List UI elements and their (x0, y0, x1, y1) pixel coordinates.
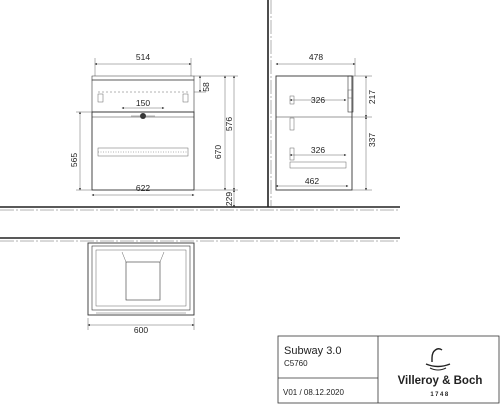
plan-outline (87, 242, 195, 316)
brand-name: Villeroy & Boch (398, 375, 483, 387)
product-code: C5760 (284, 359, 308, 368)
dim-side-inner-top: 326 (311, 95, 325, 105)
side-basin-detail (347, 89, 353, 99)
wall-lines (0, 0, 400, 242)
dim-front-top-width: 514 (136, 52, 150, 62)
dim-side-depth-bottom: 462 (305, 176, 319, 186)
plan-inner (91, 245, 191, 311)
dim-side-height-bottom: 337 (367, 133, 377, 147)
dim-wall-to-floor: 229 (224, 192, 234, 206)
title-block: Subway 3.0 C5760 V01 / 08.12.2020 Viller… (277, 335, 500, 404)
side-drawer-runner (289, 95, 295, 105)
brand-logo-icon (425, 348, 451, 371)
side-drawer-runner (289, 117, 295, 131)
basin-detail-right (182, 93, 189, 103)
cabinet-body (91, 111, 195, 191)
side-view: 478 326 326 217 337 462 (275, 52, 377, 191)
side-cabinet-body (275, 75, 353, 191)
dim-side-inner-bottom: 326 (311, 145, 325, 155)
front-view: 514 150 565 622 58 670 576 (69, 52, 238, 208)
brand-year: 1748 (430, 392, 449, 398)
dim-front-inner-width: 150 (136, 98, 150, 108)
dim-front-height-total: 670 (213, 145, 223, 159)
plan-basin-bowl (125, 261, 161, 301)
basin-rim (91, 75, 195, 81)
title-block-frame (277, 335, 500, 404)
dim-front-drawer-height: 58 (201, 82, 211, 92)
dim-front-width-bottom: 622 (136, 183, 150, 193)
plan-basin-edges (121, 251, 165, 263)
product-name: Subway 3.0 (284, 345, 341, 357)
side-drawer-hatch (289, 161, 347, 169)
dim-front-height-upper: 576 (224, 117, 234, 131)
dim-side-depth-top: 478 (309, 52, 323, 62)
plan-basin-rim (95, 249, 187, 307)
revision-label: V01 / 08.12.2020 (283, 388, 344, 397)
basin-detail-left (97, 93, 104, 103)
dim-plan-width: 600 (134, 325, 148, 335)
dim-side-height-top: 217 (367, 90, 377, 104)
dim-front-height-left: 565 (69, 153, 79, 167)
plan-view: 600 (87, 242, 195, 335)
side-drawer-runner (289, 147, 295, 161)
